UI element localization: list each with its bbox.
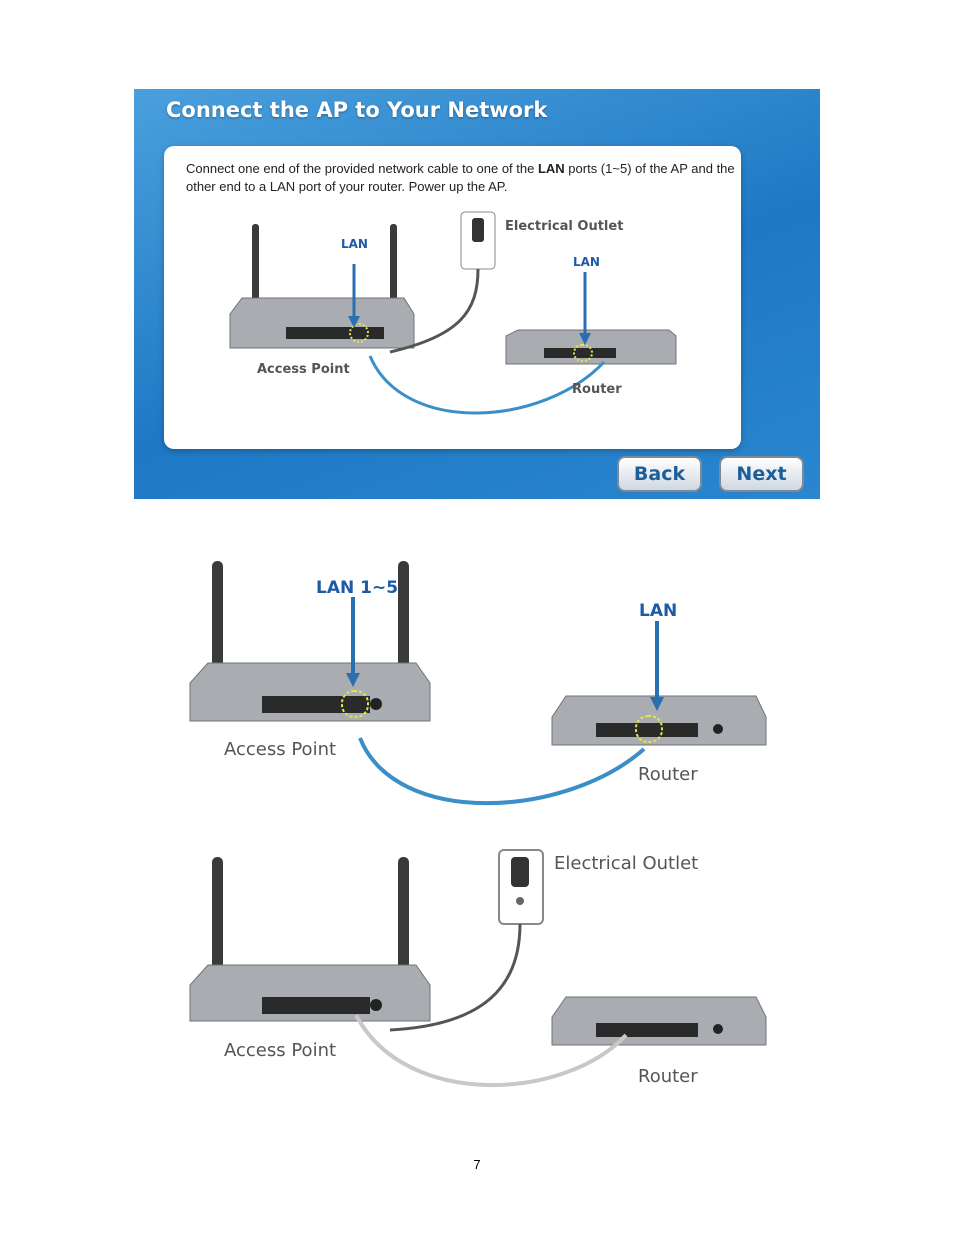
wizard-label-access-point: Access Point — [257, 362, 350, 377]
diagram-label-access-point: Access Point — [224, 739, 336, 760]
access-point-image — [189, 857, 431, 1022]
diagram-label-router: Router — [638, 764, 698, 785]
power-cable — [389, 268, 480, 354]
wizard-diagram: LAN LAN Electrical Outlet Access Point R… — [229, 211, 677, 415]
back-button[interactable]: Back — [617, 456, 702, 492]
wizard-card: Connect one end of the provided network … — [164, 146, 741, 449]
wizard-instruction: Connect one end of the provided network … — [186, 160, 736, 196]
network-cable — [354, 1014, 628, 1088]
wizard-label-lan-ap: LAN — [341, 237, 368, 251]
network-cable — [368, 355, 606, 415]
diagram-label-outlet: Electrical Outlet — [554, 853, 698, 874]
electrical-outlet-image — [498, 849, 544, 925]
lan-connection-diagram: LAN 1~5 LAN Access Point Router — [189, 561, 767, 806]
wizard-label-router: Router — [572, 382, 622, 397]
next-button[interactable]: Next — [719, 456, 804, 492]
router-image — [551, 996, 767, 1046]
diagram-label-router: Router — [638, 1066, 698, 1087]
electrical-outlet-image — [460, 211, 496, 270]
instruction-text-post: ports (1~5) of the AP and the other end … — [186, 161, 735, 194]
diagram-label-access-point: Access Point — [224, 1040, 336, 1061]
instruction-text-bold: LAN — [537, 161, 565, 176]
wizard-label-outlet: Electrical Outlet — [505, 219, 623, 234]
diagram-label-lan-router: LAN — [639, 601, 677, 621]
page-number: 7 — [473, 1157, 481, 1172]
setup-wizard-screen: Connect the AP to Your Network Connect o… — [134, 89, 820, 499]
network-cable — [358, 737, 646, 806]
router-image — [505, 329, 677, 365]
access-point-image — [229, 224, 415, 349]
access-point-image — [189, 561, 431, 722]
instruction-text-pre: Connect one end of the provided network … — [186, 161, 538, 176]
router-image — [551, 695, 767, 746]
wizard-title: Connect the AP to Your Network — [166, 98, 548, 122]
diagram-label-lan-ap: LAN 1~5 — [316, 578, 398, 598]
wizard-label-lan-router: LAN — [573, 255, 600, 269]
power-connection-diagram: Electrical Outlet Access Point Router — [189, 849, 767, 1088]
power-cable — [389, 923, 522, 1032]
